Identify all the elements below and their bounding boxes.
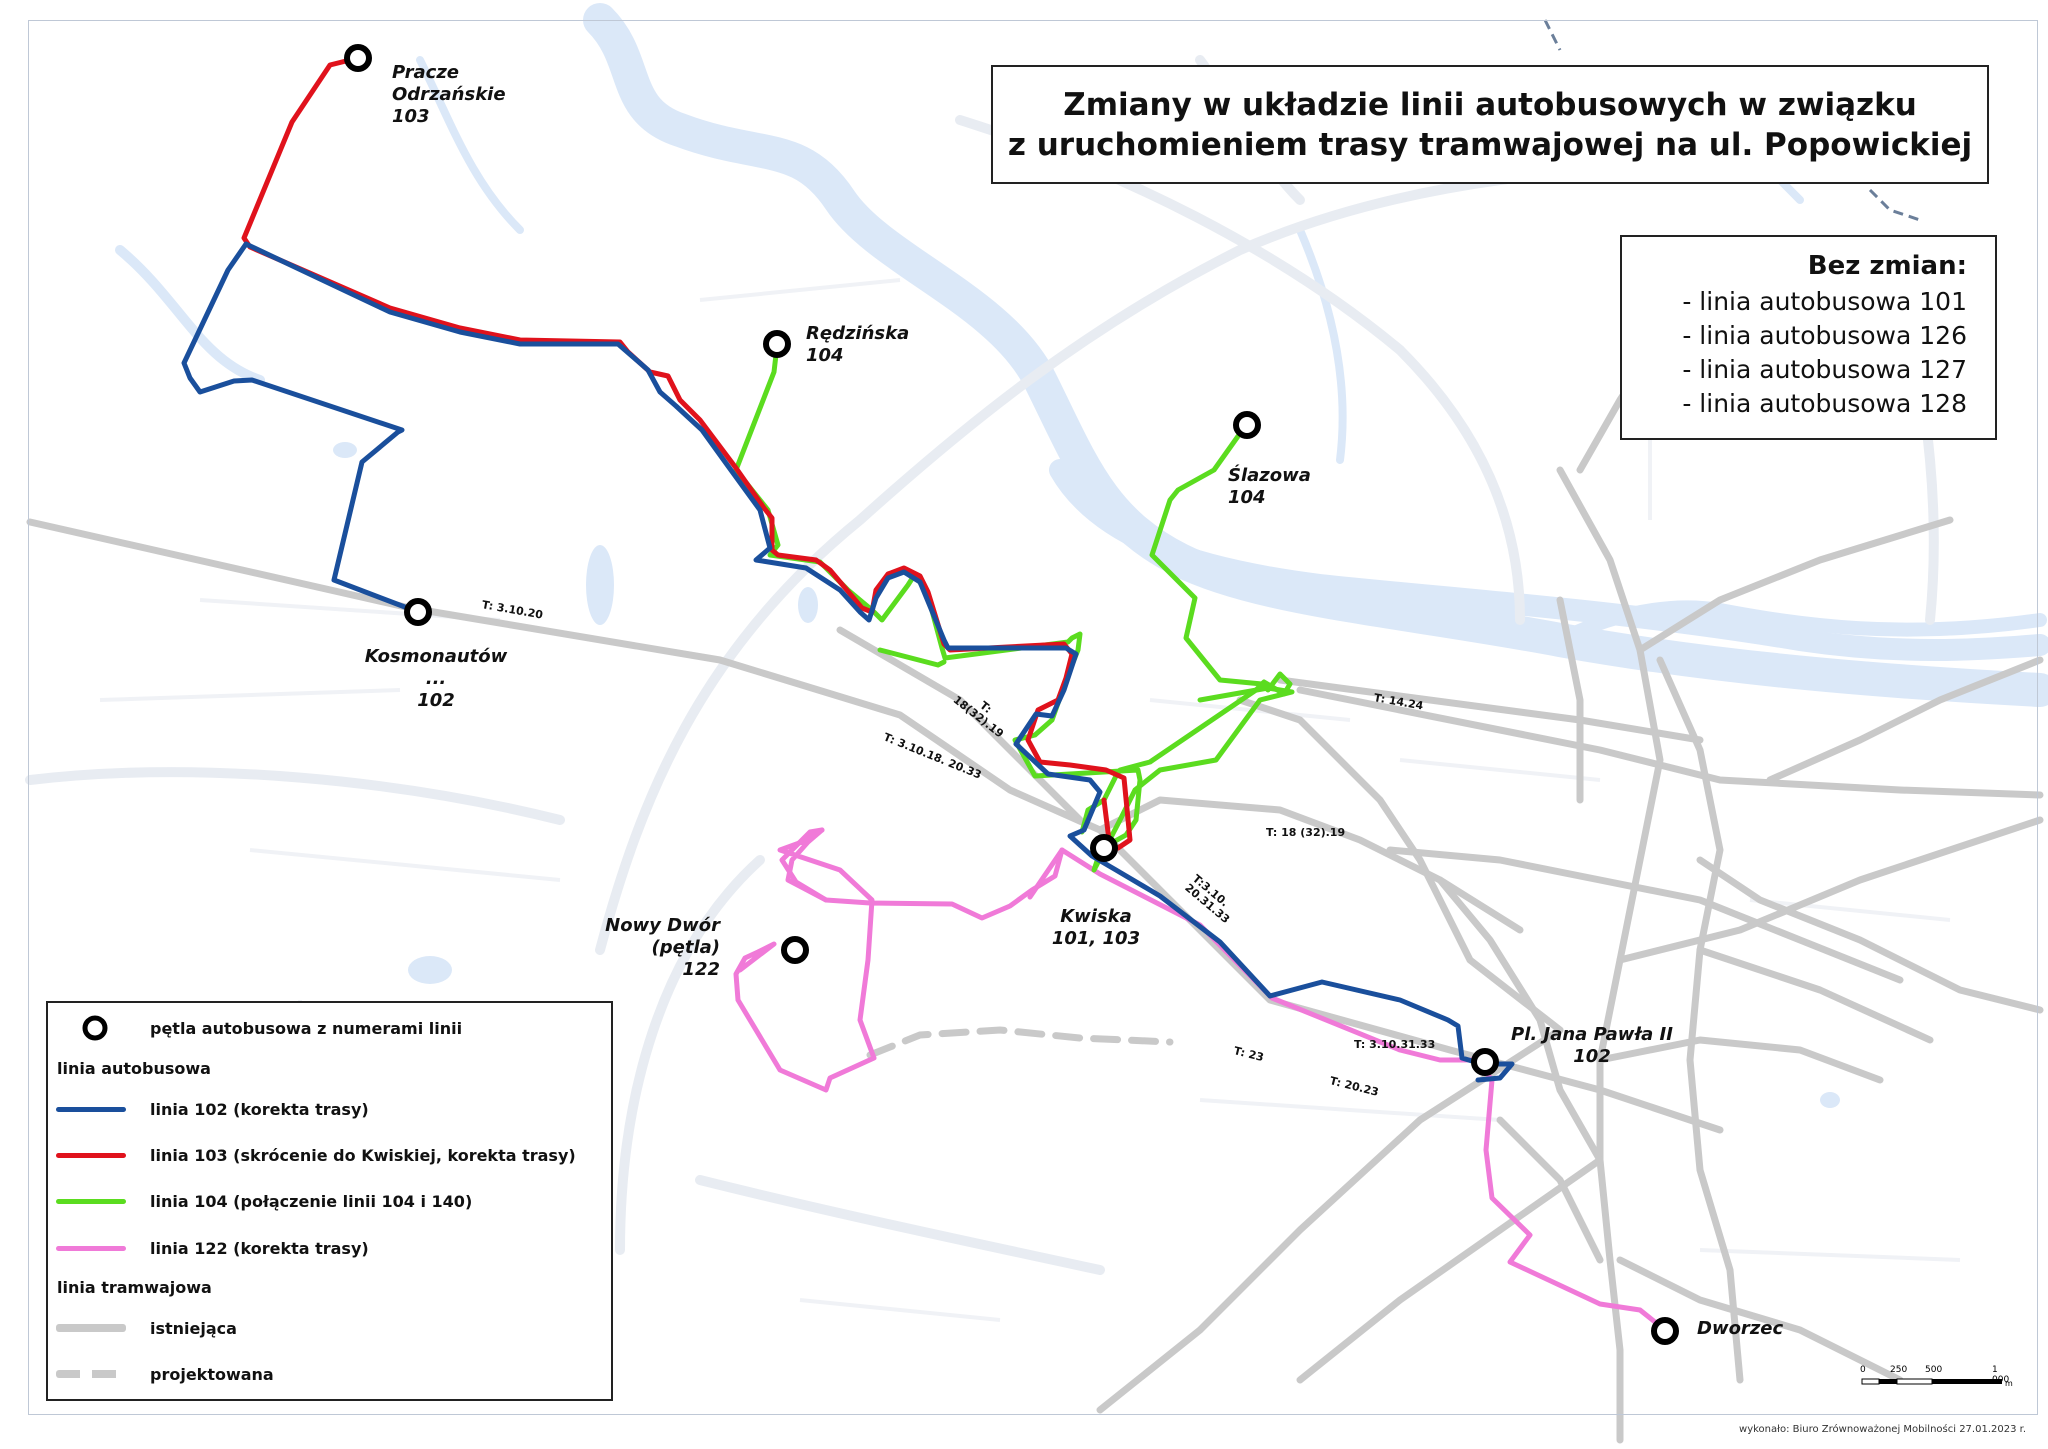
stop-marker-dworzec[interactable] bbox=[1651, 1317, 1679, 1345]
scale-tick-label: 1 000 bbox=[1992, 1365, 2010, 1385]
bus-route-103 bbox=[241, 55, 1133, 851]
legend-label-122: linia 122 (korekta trasy) bbox=[150, 1238, 369, 1258]
legend-swatch-104 bbox=[56, 1198, 126, 1204]
scale-tick-label: 250 bbox=[1890, 1365, 1908, 1375]
stop-marker-redzinska[interactable] bbox=[763, 330, 791, 358]
bus-route-122-loop bbox=[779, 827, 1065, 903]
no-change-item: - linia autobusowa 127 bbox=[1682, 355, 1967, 384]
legend-row-103: linia 103 (skrócenie do Kwiskiej, korekt… bbox=[48, 1140, 576, 1170]
scale-bar-labels: 0 250 500 1 000 m bbox=[1860, 1365, 2013, 1405]
tram-planned-line bbox=[866, 1026, 1174, 1059]
legend-swatch-tram-existing bbox=[56, 1324, 126, 1332]
legend-row-stop: pętla autobusowa z numerami linii bbox=[48, 1013, 462, 1043]
legend-swatch-122 bbox=[56, 1245, 126, 1251]
stop-label-kwiska: Kwiska 101, 103 bbox=[1051, 906, 1141, 949]
legend-label-104: linia 104 (połączenie linii 104 i 140) bbox=[150, 1191, 473, 1211]
legend-bus-heading: linia autobusowa bbox=[57, 1059, 211, 1078]
stop-marker-kosmonautow[interactable] bbox=[404, 598, 432, 626]
stop-marker-pl-jana-pawla[interactable] bbox=[1471, 1048, 1499, 1076]
legend-row-tram-planned: projektowana bbox=[48, 1359, 274, 1389]
stop-marker-slazowa[interactable] bbox=[1233, 411, 1261, 439]
stop-label-pl-jana-pawla: Pl. Jana Pawła II 102 bbox=[1511, 1024, 1673, 1067]
map-credit: wykonało: Biuro Zrównoważonej Mobilności… bbox=[1739, 1424, 2026, 1435]
legend-tram-heading: linia tramwajowa bbox=[57, 1278, 212, 1297]
legend-label-tram-planned: projektowana bbox=[150, 1364, 274, 1384]
stop-label-redzinska: Rędzińska 104 bbox=[806, 323, 910, 366]
stop-label-nowy-dwor: Nowy Dwór (pętla) 122 bbox=[605, 915, 720, 980]
map-title-line1: Zmiany w układzie linii autobusowych w z… bbox=[1063, 86, 1917, 123]
stop-label-kosmonautow: Kosmonautów ... 102 bbox=[364, 646, 508, 711]
scale-tick-label: 0 bbox=[1860, 1365, 1866, 1375]
legend-swatch-102 bbox=[56, 1106, 126, 1112]
legend-stop-label: pętla autobusowa z numerami linii bbox=[150, 1018, 463, 1038]
stop-label-slazowa: Ślazowa 104 bbox=[1228, 465, 1311, 508]
legend-swatch-tram-planned bbox=[56, 1370, 126, 1378]
stop-label-pracze: Pracze Odrzańskie 103 bbox=[392, 62, 506, 127]
lakes bbox=[333, 442, 1840, 1108]
legend-stop-icon bbox=[82, 1015, 108, 1041]
stop-marker-kwiska[interactable] bbox=[1090, 834, 1118, 862]
legend-swatch-103 bbox=[56, 1152, 126, 1158]
legend-row-tram-existing: istniejąca bbox=[48, 1313, 237, 1343]
no-change-item: - linia autobusowa 126 bbox=[1682, 321, 1967, 350]
bus-route-102 bbox=[181, 241, 1515, 1083]
tram-label: T: 18 (32).19 bbox=[1266, 826, 1346, 839]
stop-marker-pracze[interactable] bbox=[344, 44, 372, 72]
stop-marker-nowy-dwor[interactable] bbox=[781, 936, 809, 964]
no-change-item: - linia autobusowa 128 bbox=[1682, 389, 1967, 418]
no-change-heading: Bez zmian: bbox=[1807, 251, 1967, 281]
legend-row-104: linia 104 (połączenie linii 104 i 140) bbox=[48, 1186, 472, 1216]
tram-network bbox=[26, 256, 2044, 1444]
scale-tick-label: 500 bbox=[1925, 1365, 1943, 1375]
bus-terminus-markers bbox=[344, 44, 1679, 1345]
stop-label-dworzec: Dworzec bbox=[1697, 1318, 1784, 1339]
no-change-box: Bez zmian: - linia autobusowa 101 - lini… bbox=[1620, 235, 1997, 440]
legend-label-103: linia 103 (skrócenie do Kwiskiej, korekt… bbox=[150, 1145, 576, 1165]
railway-line bbox=[1543, 19, 1921, 222]
legend-row-122: linia 122 (korekta trasy) bbox=[48, 1233, 369, 1263]
legend-label-102: linia 102 (korekta trasy) bbox=[150, 1099, 369, 1119]
scale-bar bbox=[1861, 1378, 2002, 1385]
map-title-line2: z uruchomieniem trasy tramwajowej na ul.… bbox=[1007, 126, 1973, 163]
map-title-box: Zmiany w układzie linii autobusowych w z… bbox=[991, 65, 1989, 184]
map-legend: pętla autobusowa z numerami linii linia … bbox=[46, 1001, 613, 1401]
scale-unit: m bbox=[2005, 1379, 2013, 1388]
tram-label: T: 3.10.31.33 bbox=[1354, 1038, 1436, 1051]
no-change-item: - linia autobusowa 101 bbox=[1682, 287, 1967, 316]
legend-row-102: linia 102 (korekta trasy) bbox=[48, 1094, 369, 1124]
legend-label-tram-existing: istniejąca bbox=[150, 1318, 237, 1338]
